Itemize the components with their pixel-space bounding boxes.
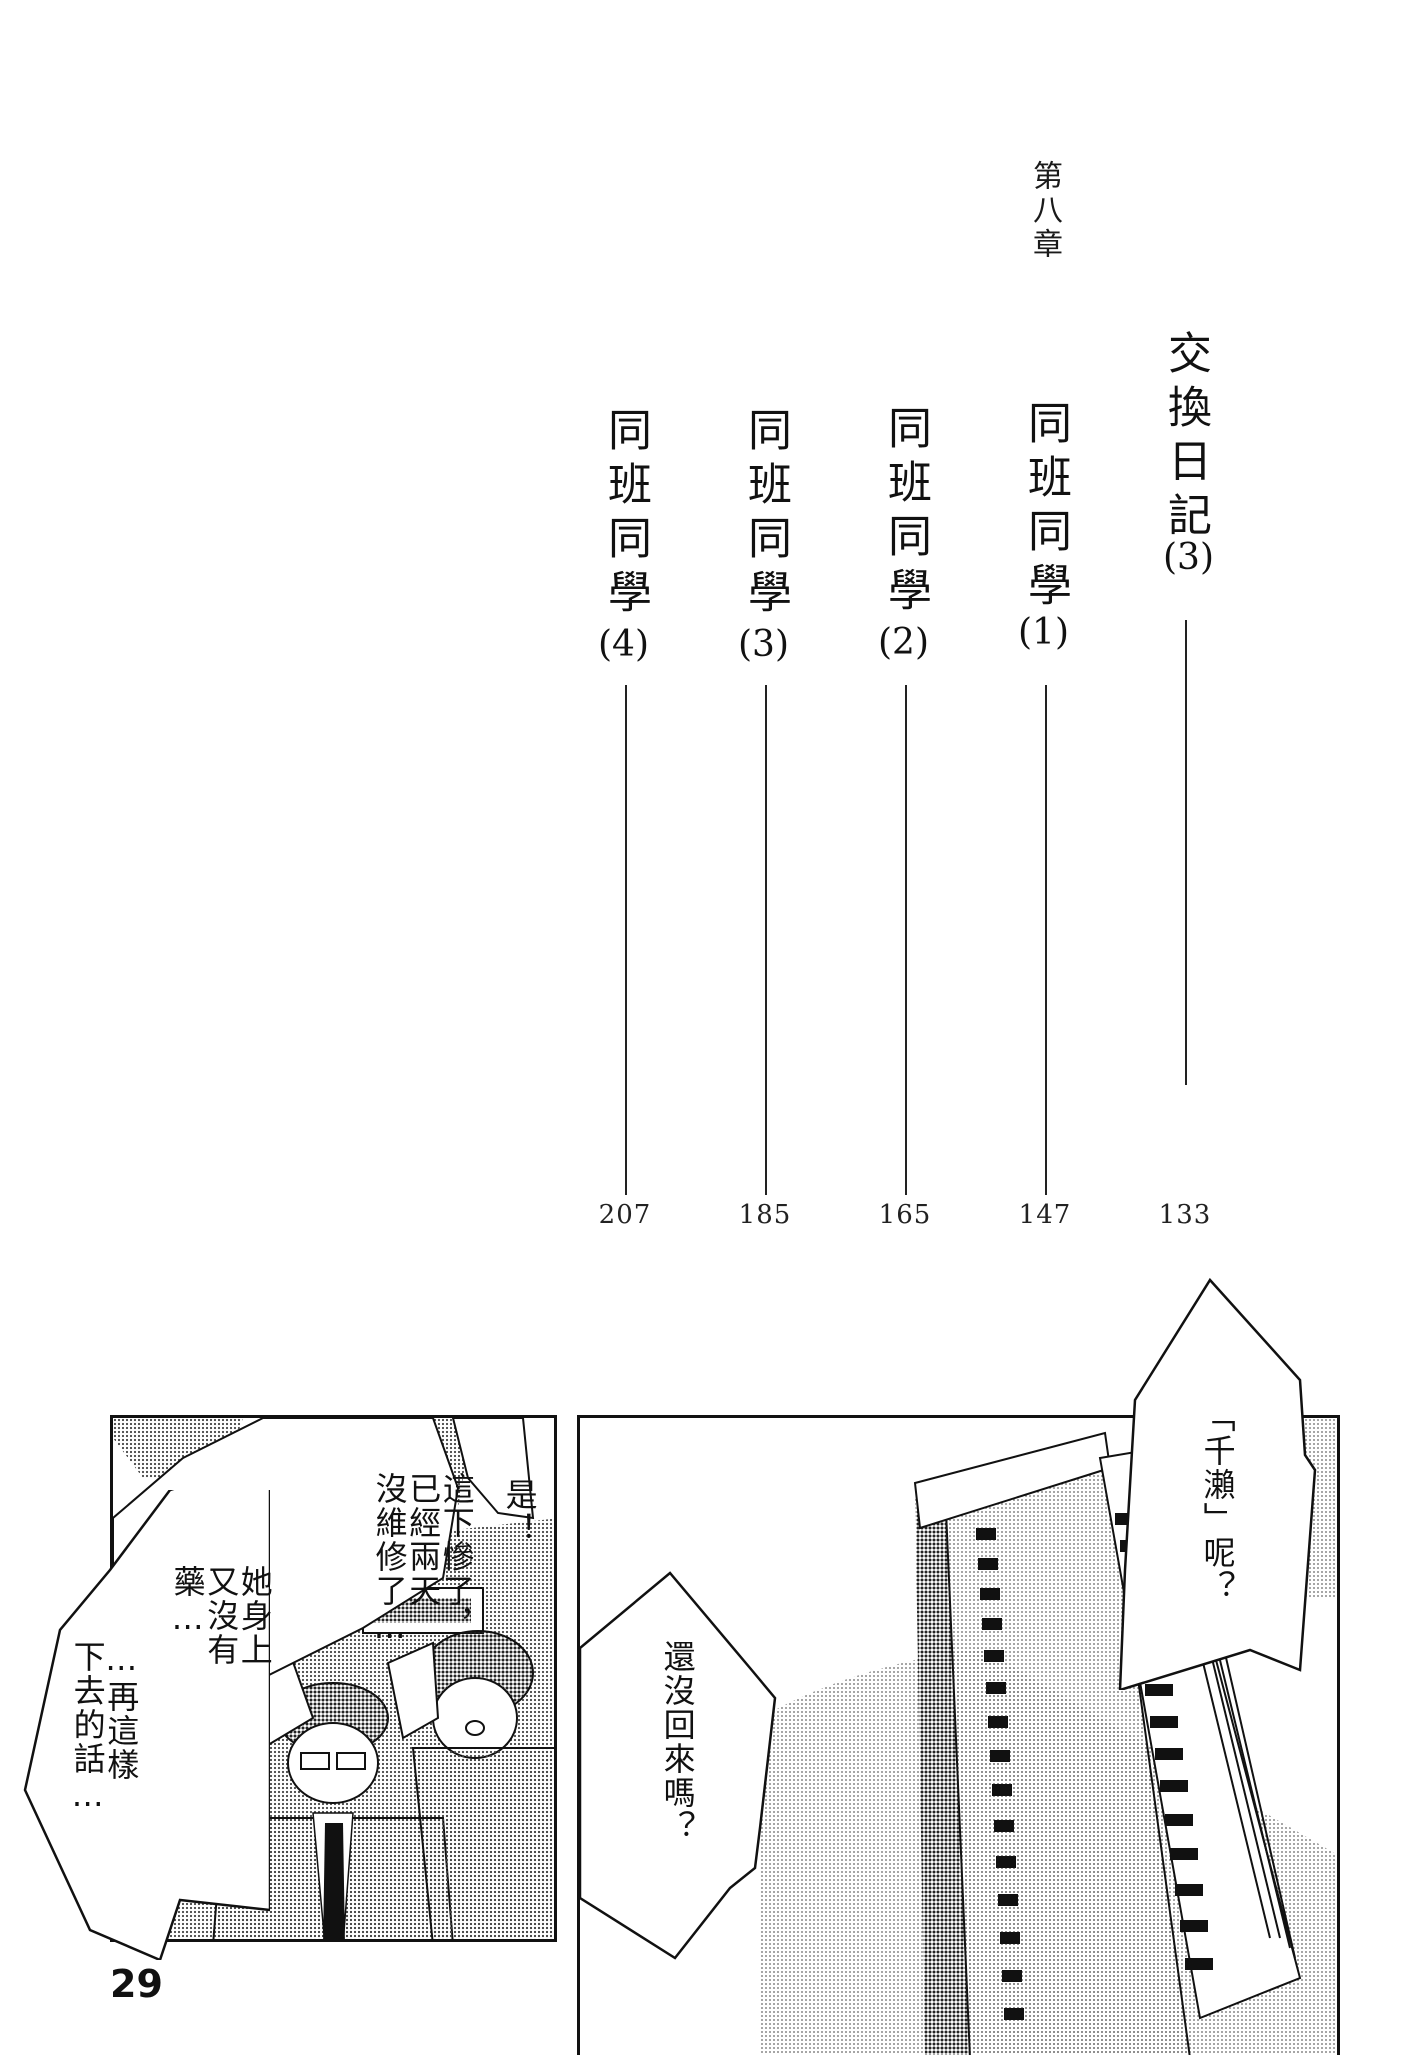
- chapter-label: 第八章: [1027, 160, 1062, 262]
- toc-page-number: 165: [878, 1200, 932, 1230]
- toc-page-number: 147: [1018, 1200, 1072, 1230]
- bubble-line: 還沒回來嗎？: [658, 1640, 697, 1844]
- bubble-line: …再這樣: [102, 1640, 141, 1782]
- toc-entry-title: 同班同學: [600, 407, 651, 623]
- toc-entry-part: (3): [738, 624, 789, 665]
- toc-entry-part: (2): [878, 622, 929, 663]
- toc-entry[interactable]: 同班同學 (1) 147: [1018, 390, 1072, 1240]
- toc-leader-line: [905, 685, 907, 1195]
- speech-bubble-text: 還沒回來嗎？: [658, 1640, 697, 1844]
- toc-entry[interactable]: 同班同學 (3) 185: [738, 395, 792, 1245]
- toc-entry-title: 同班同學: [740, 407, 791, 623]
- speech-bubble-shape: [23, 1490, 270, 1960]
- page-number: 29: [110, 1962, 163, 2006]
- toc-entry[interactable]: 同班同學 (4) 207: [598, 395, 652, 1245]
- speech-bubble-text: …再這樣 下去的話…: [68, 1640, 141, 1820]
- toc-page-number: 207: [598, 1200, 652, 1230]
- bubble-line: 又沒有藥…: [168, 1565, 241, 1667]
- toc-entry-part: (1): [1018, 612, 1069, 653]
- panel-illustration-soldiers: [113, 1418, 554, 1939]
- toc-entry-part: (3): [1163, 537, 1214, 578]
- toc-leader-line: [1045, 685, 1047, 1195]
- bubble-line: 沒維修了…: [370, 1472, 409, 1648]
- toc-entry-part: (4): [598, 624, 649, 665]
- speech-bubble-text: 她身上 又沒有藥…: [168, 1565, 274, 1710]
- bubble-line: 「千瀨」: [1198, 1400, 1237, 1536]
- bubble-line: 下去的話…: [68, 1640, 107, 1816]
- speech-bubble-text: 這下慘了， 已經兩天 沒維修了…: [370, 1472, 476, 1702]
- toc-page-number: 185: [738, 1200, 792, 1230]
- toc-page-number: 133: [1158, 1200, 1212, 1230]
- toc-entry-title: 同班同學: [1020, 400, 1071, 616]
- toc-entry-title: 交換日記: [1160, 330, 1211, 546]
- bubble-line: 這下慘了，: [437, 1472, 476, 1642]
- bubble-line: 已經兩天: [404, 1472, 443, 1608]
- toc-leader-line: [625, 685, 627, 1195]
- toc-leader-line: [1185, 620, 1187, 1085]
- toc-entry[interactable]: 同班同學 (2) 165: [878, 395, 932, 1245]
- bubble-line: 呢？: [1198, 1536, 1237, 1604]
- speech-bubble-text: 「千瀨」呢？: [1198, 1400, 1237, 1604]
- toc-entry-title: 同班同學: [880, 405, 931, 621]
- toc-entry[interactable]: 交換日記 (3) 133: [1158, 320, 1214, 1240]
- speech-bubble-text-yes: 是！: [500, 1478, 539, 1546]
- bubble-line: 她身上: [235, 1565, 274, 1667]
- speech-bubble-shape: [1118, 1277, 1317, 1690]
- toc-leader-line: [765, 685, 767, 1195]
